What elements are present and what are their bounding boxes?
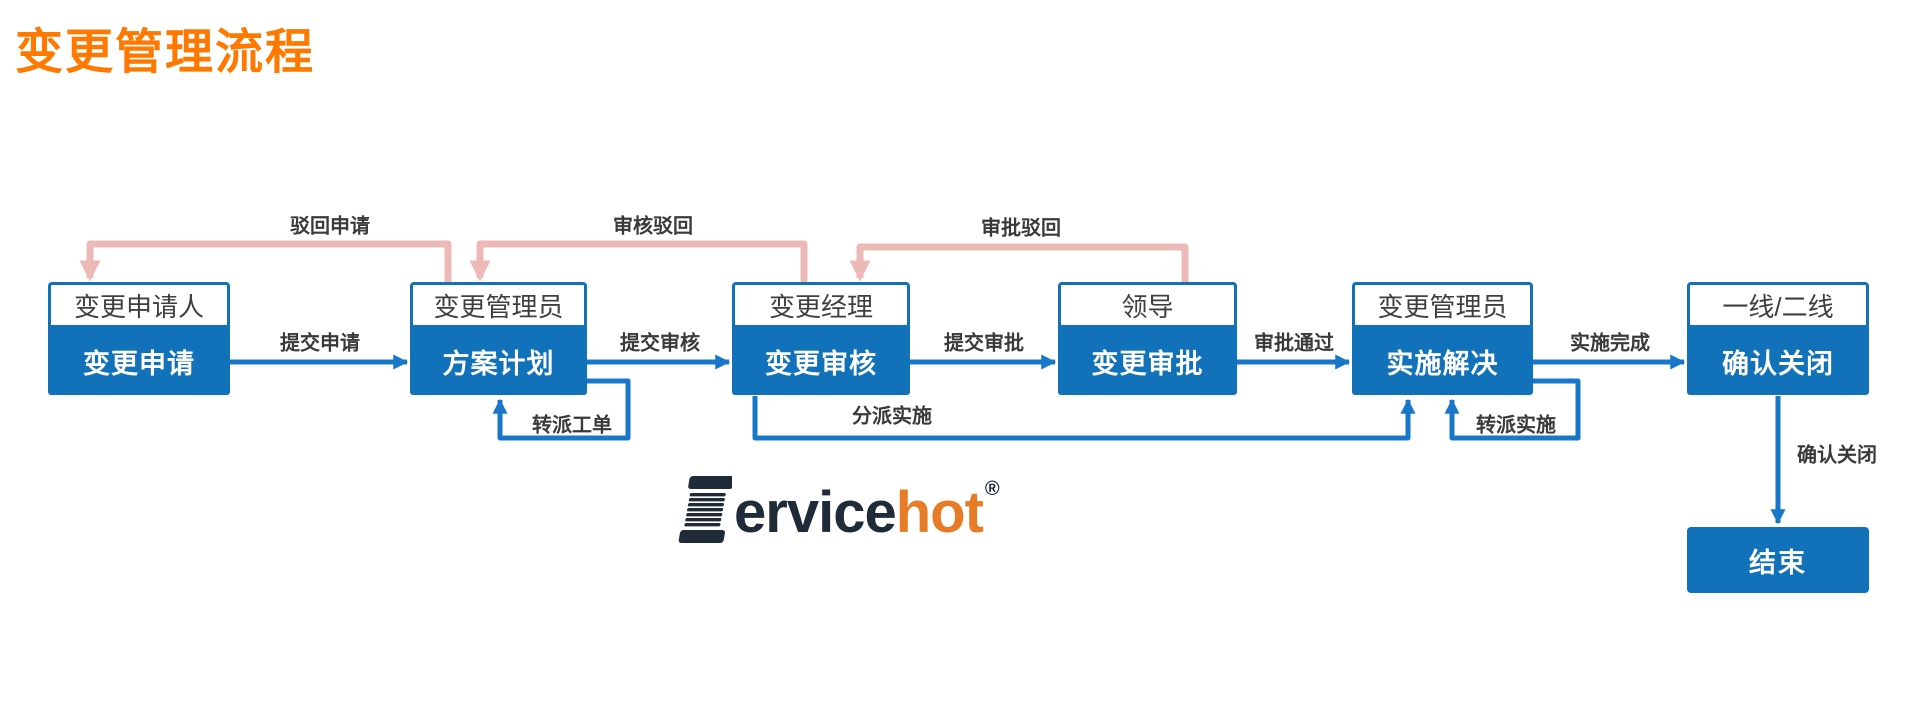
transfer-implement-loop-arrow [1444, 378, 1581, 441]
assign-implement-arrow [752, 396, 1416, 441]
station-confirm-close: 一线/二线 确认关闭 [1687, 282, 1869, 395]
role-label: 变更管理员 [410, 282, 587, 328]
logo-text-hot: hot [895, 480, 984, 545]
step-label: 变更申请 [48, 327, 230, 395]
approve-reject-arrow [849, 243, 1189, 284]
registered-mark: ® [984, 478, 1000, 500]
role-label: 一线/二线 [1687, 282, 1869, 328]
step-label: 确认关闭 [1687, 327, 1869, 395]
step-label: 变更审核 [732, 327, 910, 395]
station-approve: 领导 变更审批 [1058, 282, 1237, 395]
servicehot-logo: ervicehot ® [668, 476, 1000, 544]
dispatch-ticket-loop-arrow [492, 378, 631, 441]
label-approve-pass: 审批通过 [1254, 332, 1334, 355]
logo-text-dark: ervice [734, 480, 897, 545]
label-reject-request: 驳回申请 [290, 215, 370, 238]
label-transfer-implement: 转派实施 [1476, 414, 1556, 437]
label-assign-implement: 分派实施 [852, 405, 932, 428]
station-plan: 变更管理员 方案计划 [410, 282, 587, 395]
logo-s-icon [678, 476, 732, 543]
label-review-reject: 审核驳回 [613, 215, 693, 238]
end-node: 结束 [1687, 527, 1869, 593]
role-label: 变更申请人 [48, 282, 230, 328]
station-change-request: 变更申请人 变更申请 [48, 282, 230, 395]
step-label: 变更审批 [1058, 327, 1237, 395]
station-review: 变更经理 变更审核 [732, 282, 910, 395]
label-confirm-close: 确认关闭 [1797, 444, 1877, 467]
page-title: 变更管理流程 [15, 26, 316, 79]
label-approve-reject: 审批驳回 [981, 217, 1061, 240]
step-label: 方案计划 [410, 327, 587, 395]
logo-wordmark: ervicehot [734, 480, 984, 545]
reject-request-arrow [79, 240, 452, 282]
station-implement: 变更管理员 实施解决 [1352, 282, 1533, 395]
label-implement-done: 实施完成 [1570, 332, 1650, 355]
role-label: 领导 [1058, 282, 1237, 328]
label-submit-approve: 提交审批 [944, 332, 1024, 355]
role-label: 变更管理员 [1352, 282, 1533, 328]
label-submit-review: 提交审核 [620, 332, 700, 355]
role-label: 变更经理 [732, 282, 910, 328]
label-dispatch-ticket: 转派工单 [532, 414, 612, 437]
step-label: 实施解决 [1352, 327, 1533, 395]
review-reject-arrow [469, 240, 808, 282]
label-submit-request: 提交申请 [280, 332, 360, 355]
